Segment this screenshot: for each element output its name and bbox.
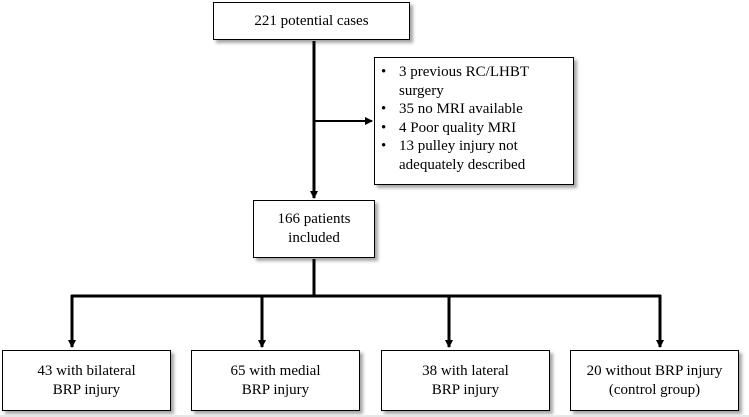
group-medial-label: 65 with medial BRP injury	[230, 362, 321, 398]
included-patients-box: 166 patients included	[253, 200, 375, 258]
exclusions-list: 3 previous RC/LHBT surgery 35 no MRI ava…	[381, 63, 529, 174]
group-lateral-box: 38 with lateral BRP injury	[381, 350, 550, 411]
exclusion-item: 3 previous RC/LHBT surgery	[381, 63, 529, 100]
potential-cases-label: 221 potential cases	[254, 12, 369, 29]
exclusion-item: 4 Poor quality MRI	[381, 119, 529, 138]
exclusions-box: 3 previous RC/LHBT surgery 35 no MRI ava…	[374, 57, 574, 185]
bottom-divider	[0, 415, 749, 417]
exclusion-item: 35 no MRI available	[381, 100, 529, 119]
group-lateral-label: 38 with lateral BRP injury	[422, 362, 509, 398]
group-medial-box: 65 with medial BRP injury	[191, 350, 360, 411]
included-patients-label: 166 patients included	[277, 211, 351, 246]
exclusion-item: 13 pulley injury not adequately describe…	[381, 137, 529, 174]
potential-cases-box: 221 potential cases	[213, 2, 410, 40]
group-control-label: 20 without BRP injury (control group)	[586, 362, 723, 398]
group-control-box: 20 without BRP injury (control group)	[570, 350, 739, 411]
group-bilateral-box: 43 with bilateral BRP injury	[2, 350, 171, 411]
group-bilateral-label: 43 with bilateral BRP injury	[37, 362, 136, 398]
